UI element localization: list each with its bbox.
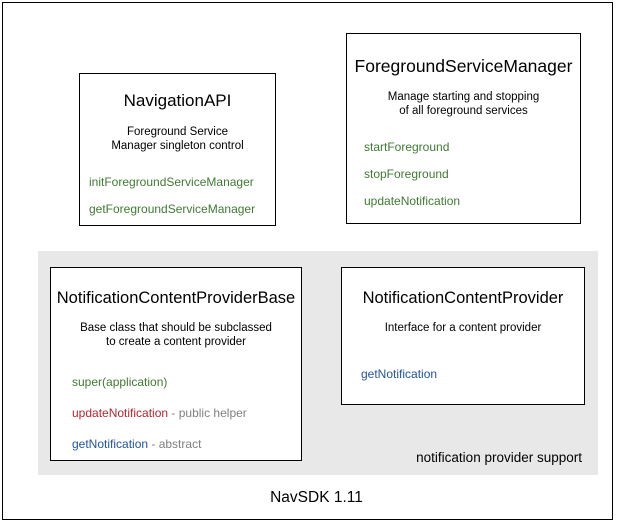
member-row: super(application) xyxy=(72,375,301,389)
member-note: - public helper xyxy=(168,406,247,420)
class-box-notification-content-provider[interactable]: NotificationContentProvider Interface fo… xyxy=(341,267,585,405)
class-title-navigation-api: NavigationAPI xyxy=(123,91,232,110)
class-description-notification-content-provider: Interface for a content provider xyxy=(384,322,542,334)
class-title-foreground-service-manager: ForegroundServiceManager xyxy=(354,56,573,76)
diagram-caption: NavSDK 1.11 xyxy=(270,489,363,506)
diagram-outer-frame: notification provider support Navigation… xyxy=(2,2,613,520)
class-box-notification-content-provider-base[interactable]: NotificationContentProviderBase Base cla… xyxy=(50,267,302,461)
member-name: stopForeground xyxy=(364,167,449,181)
member-row: startForeground xyxy=(364,140,580,154)
member-row: initForegroundServiceManager xyxy=(89,175,275,189)
member-note: - abstract xyxy=(148,437,202,451)
class-box-foreground-service-manager[interactable]: ForegroundServiceManager Manage starting… xyxy=(346,33,581,224)
class-description-notification-content-provider-base: Base class that should be subclassed to … xyxy=(80,322,272,348)
member-list-foreground-service-manager: startForeground stopForeground updateNot… xyxy=(347,140,580,208)
member-list-notification-content-provider: getNotification xyxy=(342,367,584,381)
member-row: getNotification - abstract xyxy=(72,437,301,451)
member-name: initForegroundServiceManager xyxy=(89,175,254,189)
class-title-notification-content-provider-base: NotificationContentProviderBase xyxy=(56,289,296,307)
member-row: getNotification xyxy=(361,367,584,381)
member-row: stopForeground xyxy=(364,167,580,181)
class-description-navigation-api: Foreground Service Manager singleton con… xyxy=(111,126,244,152)
group-label: notification provider support xyxy=(416,450,582,465)
member-name: updateNotification xyxy=(364,194,461,208)
member-name: updateNotification xyxy=(72,406,169,420)
member-name: super(application) xyxy=(72,375,168,389)
class-box-navigation-api[interactable]: NavigationAPI Foreground Service Manager… xyxy=(79,73,276,226)
member-list-notification-content-provider-base: super(application) updateNotification - … xyxy=(51,375,301,451)
member-name: getForegroundServiceManager xyxy=(89,202,256,216)
class-description-foreground-service-manager: Manage starting and stopping of all fore… xyxy=(387,91,540,117)
member-row: getForegroundServiceManager xyxy=(89,202,275,216)
member-name: startForeground xyxy=(364,140,450,154)
class-title-notification-content-provider: NotificationContentProvider xyxy=(362,289,564,307)
member-row: updateNotification - public helper xyxy=(72,406,301,420)
member-list-navigation-api: initForegroundServiceManager getForegrou… xyxy=(80,175,275,216)
member-row: updateNotification xyxy=(364,194,580,208)
member-name: getNotification xyxy=(361,367,438,381)
member-name: getNotification xyxy=(72,437,149,451)
